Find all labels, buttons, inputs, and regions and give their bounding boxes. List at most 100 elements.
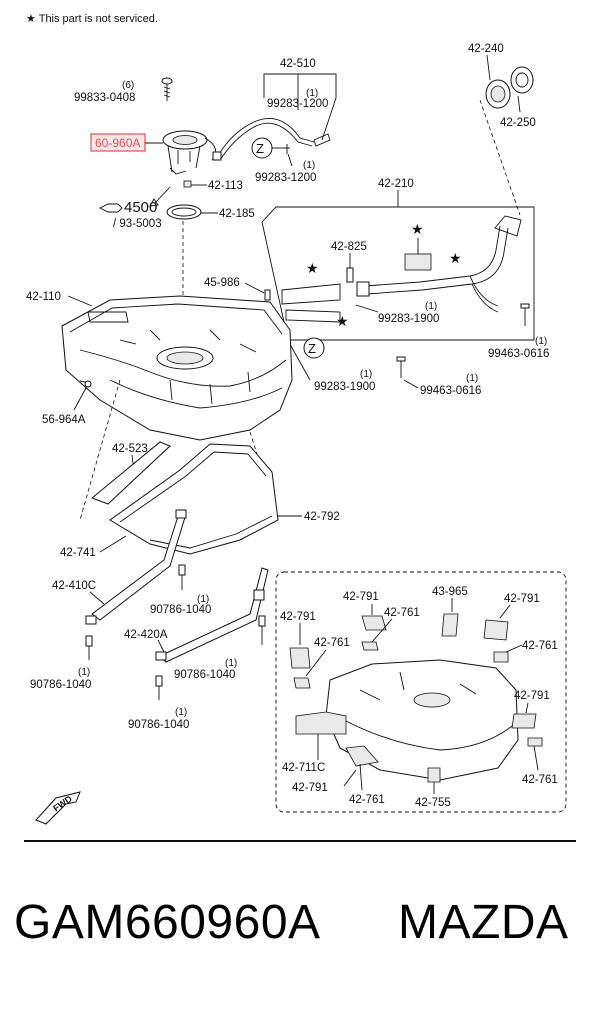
label-99283-1900-a: 99283-1900 [378, 313, 439, 325]
label-z-b: Z [308, 341, 316, 356]
bolt-99463-0616-a-drawing [520, 303, 530, 326]
insulator-h-drawing [511, 713, 537, 729]
label-42-761-a: 42-761 [384, 607, 420, 619]
label-56-964A: 56-964A [42, 414, 86, 426]
hose-drawings-in-box [281, 283, 341, 323]
label-99463-0616-b-qty: (1) [466, 373, 478, 384]
label-42-510: 42-510 [280, 58, 316, 70]
label-99283-1900-b: 99283-1900 [314, 381, 375, 393]
label-z-a: Z [256, 141, 264, 156]
label-90786-1040-b: 90786-1040 [174, 669, 235, 681]
label-42-110: 42-110 [26, 291, 61, 303]
label-42-791-a: 42-791 [343, 591, 379, 603]
label-99283-1200-b-qty: (1) [303, 160, 315, 171]
insulator-k-drawing [345, 745, 379, 767]
label-99463-0616-a: 99463-0616 [488, 348, 549, 360]
label-99833-0408: 99833-0408 [74, 92, 135, 104]
bolt-90786-1040-a-drawing [178, 564, 186, 590]
label-60-960A[interactable]: 60-960A [95, 136, 140, 150]
strap-bracket-drawing [85, 615, 97, 625]
label-42-761-b: 42-761 [522, 640, 558, 652]
label-plate-drawing [404, 253, 432, 271]
label-42-741: 42-741 [60, 547, 96, 559]
label-90786-1040-b-qty: (1) [225, 658, 237, 669]
label-42-761-c: 42-761 [314, 637, 350, 649]
header-note: ★ This part is not serviced. [26, 13, 158, 25]
footer-brand: MAZDA [398, 896, 569, 949]
label-99283-1200-a-qty: (1) [306, 88, 318, 99]
label-99283-1200-a: 99283-1200 [267, 98, 328, 110]
label-99283-1200-b: 99283-1200 [255, 172, 316, 184]
insulator-e-drawing [493, 651, 509, 663]
label-42-791-b: 42-791 [504, 593, 540, 605]
label-43-965: 43-965 [432, 586, 468, 598]
bolt-90786-1040-d-drawing [155, 675, 163, 700]
label-42-185: 42-185 [219, 208, 255, 220]
fuel-tank-42-110-drawing [61, 295, 293, 441]
label-99833-0408-qty: (6) [122, 80, 134, 91]
fuel-tank-detail-drawing [325, 659, 519, 781]
insulator-d-drawing [483, 619, 509, 641]
label-42-240: 42-240 [468, 43, 504, 55]
label-42-210: 42-210 [378, 178, 414, 190]
tank-strap-42-410C-drawing [91, 509, 187, 621]
reference-z-circle-b [303, 337, 325, 359]
insulator-g-drawing [293, 677, 311, 689]
star-marker-c: ★ [449, 250, 462, 266]
label-42-250: 42-250 [500, 117, 536, 129]
heat-shield-42-792-drawing [109, 443, 279, 555]
label-99283-1900-b-qty: (1) [360, 369, 372, 380]
filler-pipe-42-210-drawing [356, 215, 522, 313]
label-99283-1900-a-qty: (1) [425, 301, 437, 312]
label-42-791-d: 42-791 [514, 690, 550, 702]
label-90786-1040-d: 90786-1040 [128, 719, 189, 731]
label-42-825: 42-825 [331, 241, 367, 253]
bolt-99463-0616-b-drawing [396, 356, 406, 378]
vent-hose-42-510-drawing [212, 118, 331, 161]
label-99463-0616-b: 99463-0616 [420, 385, 481, 397]
label-42-755: 42-755 [415, 797, 451, 809]
label-42-420A: 42-420A [124, 629, 168, 641]
clamp-45-986-drawing [264, 289, 271, 301]
fwd-arrow-icon: FWD [35, 791, 81, 825]
tank-strap-42-420A-drawing [159, 567, 269, 663]
label-42-761-d: 42-761 [349, 794, 385, 806]
strap-bracket-b-drawing [155, 651, 167, 661]
insulator-detail-box [275, 571, 567, 813]
label-4500: 4500 [124, 199, 157, 216]
filler-lid-42-240-drawing [485, 79, 511, 109]
insulator-f-drawing [289, 647, 311, 669]
label-90786-1040-c: 90786-1040 [30, 679, 91, 691]
label-42-711C: 42-711C [282, 762, 325, 774]
star-marker-d: ★ [336, 313, 349, 329]
label-42-792: 42-792 [304, 511, 340, 523]
label-99463-0616-a-qty: (1) [535, 336, 547, 347]
label-42-791-e: 42-791 [292, 782, 328, 794]
label-90786-1040-d-qty: (1) [175, 707, 187, 718]
clip-42-825-drawing [346, 267, 354, 283]
insulator-b-drawing [361, 641, 379, 651]
filler-cap-42-250-drawing [510, 66, 534, 94]
label-90786-1040-a-qty: (1) [197, 594, 209, 605]
heat-shield-42-523-drawing [91, 441, 171, 505]
insulator-j-drawing [295, 711, 347, 735]
star-marker-a: ★ [411, 221, 424, 237]
label-45-986: 45-986 [204, 277, 240, 289]
label-42-791-c: 42-791 [280, 611, 316, 623]
footer-part-number: GAM660960A [14, 896, 321, 949]
label-93-5003: / 93-5003 [113, 218, 162, 230]
part-56-964A-drawing [84, 380, 92, 388]
insulator-a-drawing [361, 615, 387, 631]
gasket-42-185-drawing [166, 204, 202, 220]
label-90786-1040-c-qty: (1) [78, 667, 90, 678]
insulator-i-drawing [527, 737, 543, 747]
part-42-113-drawing [183, 180, 192, 188]
fuel-pump-module-drawing [162, 130, 217, 175]
fuel-tank-parts-diagram: ★ This part is not serviced. (6) 99833-0… [24, 13, 576, 842]
label-42-523: 42-523 [112, 443, 148, 455]
highlight-box-60-960A[interactable] [90, 133, 146, 152]
insulator-c-drawing [441, 613, 459, 637]
label-42-761-f: 42-761 [522, 774, 558, 786]
label-90786-1040-a: 90786-1040 [150, 604, 211, 616]
bolt-99833-0408-drawing [161, 77, 173, 101]
